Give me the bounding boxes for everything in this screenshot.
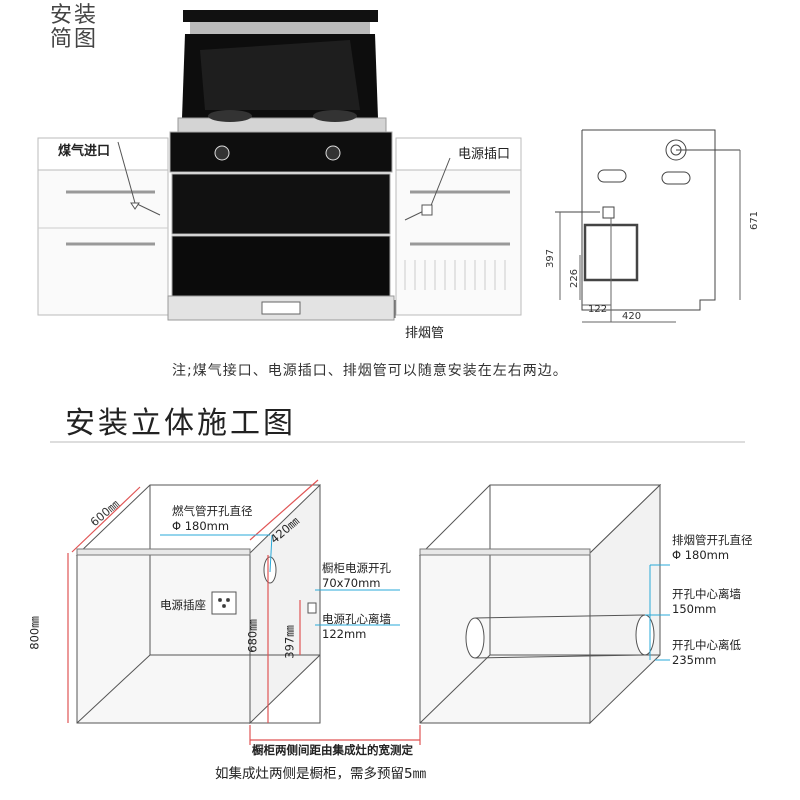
exhaust-hole-diameter: Φ 180mm xyxy=(672,548,730,562)
width-note: 橱柜两侧间距由集成灶的宽测定 xyxy=(252,743,413,757)
power-socket-label: 电源插口 xyxy=(458,147,511,162)
dim-226: 226 xyxy=(569,268,581,289)
install-sketch-title: 安装 简图 xyxy=(50,3,99,52)
cab-power-hole-size: 70x70mm xyxy=(322,576,381,590)
leader-lines xyxy=(160,534,670,661)
dimension-lines xyxy=(67,479,421,745)
cab-power-hole-title: 橱柜电源开孔 xyxy=(322,561,391,575)
dim-420: 420 xyxy=(622,311,642,322)
height-800-label: 800㎜ xyxy=(27,616,42,650)
power-hole-wall-value: 122mm xyxy=(322,627,367,641)
integrated-stove xyxy=(167,10,395,321)
left-cabinet xyxy=(37,137,169,316)
center-floor-title: 开孔中心离低 xyxy=(672,638,741,652)
gas-hole-diameter: Φ 180mm xyxy=(172,519,230,533)
gas-hole-title: 燃气管开孔直径 xyxy=(172,504,253,518)
install-note: 注;煤气接口、电源插口、排烟管可以随意安装在左右两边。 xyxy=(172,363,568,379)
center-floor-value: 235mm xyxy=(672,653,717,667)
dim-397: 397 xyxy=(545,248,557,269)
side-view-sketch xyxy=(555,129,741,323)
dim-122: 122 xyxy=(588,304,608,315)
exhaust-pipe-label: 排烟管 xyxy=(405,326,445,341)
center-wall-title: 开孔中心离墙 xyxy=(672,587,741,601)
dim-397-label: 397㎜ xyxy=(282,625,297,659)
exhaust-hole-title: 排烟管开孔直径 xyxy=(672,533,753,547)
3d-install-title: 安装立体施工图 xyxy=(65,406,296,441)
counter-slab xyxy=(76,548,591,556)
dim-680-label: 680㎜ xyxy=(245,619,260,653)
dim-671: 671 xyxy=(749,210,761,231)
right-install-box xyxy=(418,483,662,725)
power-hole-wall-title: 电源孔心离墙 xyxy=(322,612,391,626)
power-socket-label-3d: 电源插座 xyxy=(160,598,206,612)
right-cabinet xyxy=(395,137,522,316)
bottom-note: 如集成灶两侧是橱柜，需多预留5㎜ xyxy=(215,766,427,782)
center-wall-value: 150mm xyxy=(672,602,717,616)
top-leaders xyxy=(117,141,451,318)
gas-inlet-label: 煤气进口 xyxy=(58,144,111,159)
